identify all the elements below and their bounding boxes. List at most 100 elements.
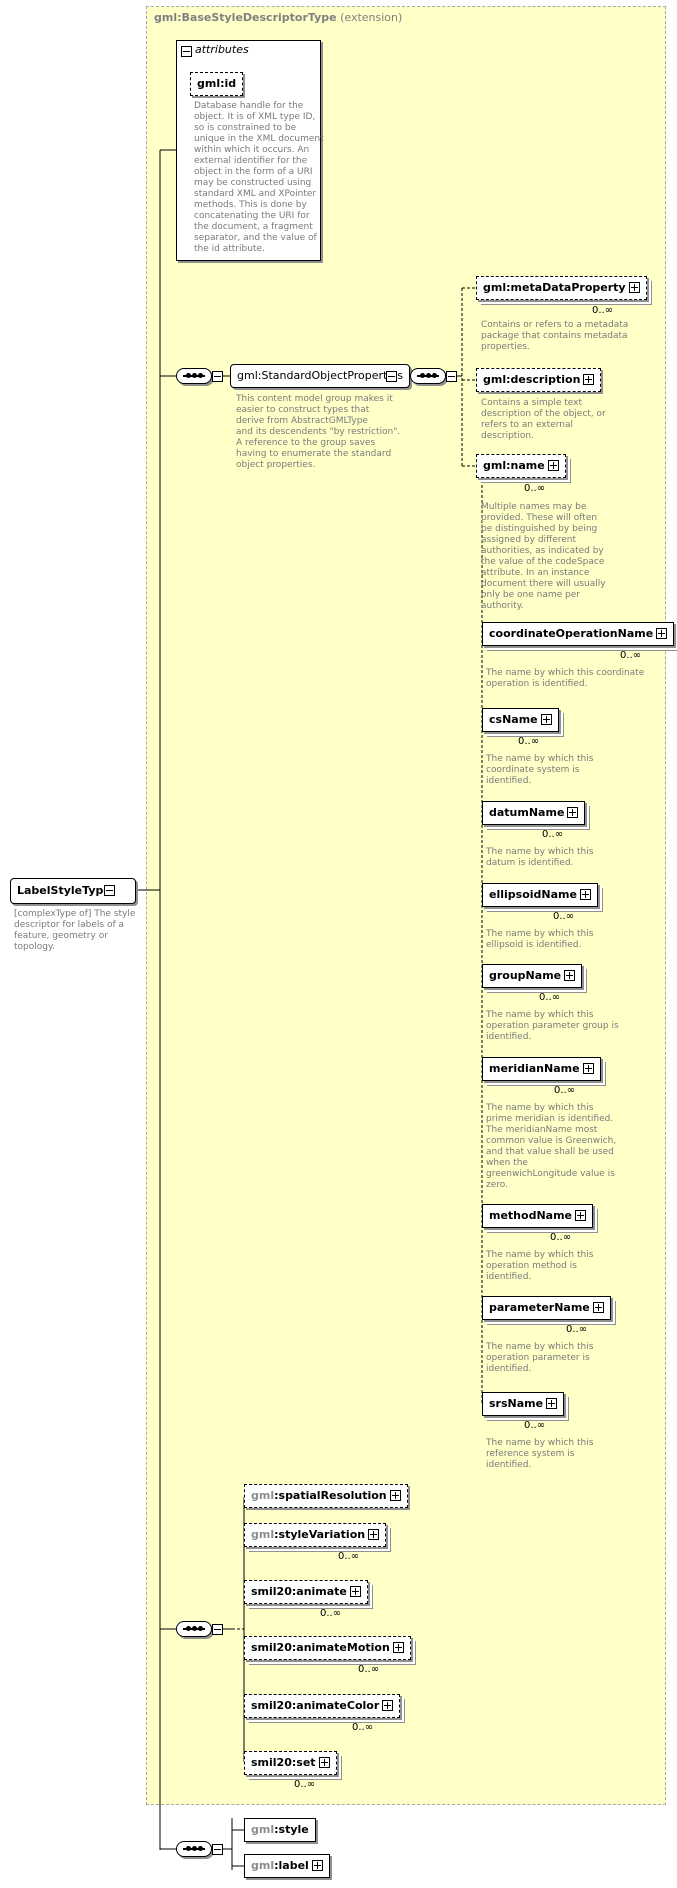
expand-icon[interactable] xyxy=(311,1859,323,1871)
doc-line: operation parameter is xyxy=(486,1353,590,1363)
element-smil20-set[interactable]: smil20:set xyxy=(244,1751,337,1775)
doc-line: common value is Greenwich, xyxy=(486,1136,617,1146)
element-name: parameterName xyxy=(489,1301,590,1314)
element-gml-metadataproperty[interactable]: gml:metaDataProperty xyxy=(476,276,647,300)
gml-id-attribute[interactable]: gml:id xyxy=(190,72,244,96)
expand-icon[interactable] xyxy=(389,1489,401,1501)
collapse-root-icon[interactable] xyxy=(104,885,115,896)
expand-icon[interactable] xyxy=(564,969,576,981)
element-methodname[interactable]: methodName xyxy=(482,1204,593,1228)
element-gml-name[interactable]: gml:name xyxy=(476,454,566,478)
expand-icon[interactable] xyxy=(628,281,640,293)
element-smil20-animatecolor[interactable]: smil20:animateColor xyxy=(244,1694,401,1718)
sequence-compositor-icon-4[interactable] xyxy=(176,1841,212,1857)
occurrence-label: 0..∞ xyxy=(524,1420,546,1431)
expand-icon[interactable] xyxy=(575,1209,586,1221)
element-srsname[interactable]: srsName xyxy=(482,1392,565,1416)
doc-line: be distinguished by being xyxy=(481,524,598,534)
collapse-sequence-icon[interactable] xyxy=(212,371,223,382)
element-gml-style[interactable]: gml:style xyxy=(244,1818,316,1842)
doc-line: derive from AbstractGMLType xyxy=(236,416,368,426)
element-smil20-animatemotion[interactable]: smil20:animateMotion xyxy=(244,1636,411,1660)
doc-line: so is constrained to be xyxy=(194,123,297,133)
doc-line: Contains or refers to a metadata xyxy=(481,320,629,330)
expand-icon[interactable] xyxy=(547,459,559,471)
element-name: style xyxy=(278,1823,309,1836)
occurrence-label: 0..∞ xyxy=(554,1085,576,1096)
element-gml-spatialresolution[interactable]: gml:spatialResolution xyxy=(244,1484,408,1508)
element-csname[interactable]: csName xyxy=(482,708,559,732)
element-smil20-animate[interactable]: smil20:animate xyxy=(244,1580,368,1604)
expand-icon[interactable] xyxy=(540,713,552,725)
element-gml-label[interactable]: gml:label xyxy=(244,1854,330,1878)
doc-line: operation is identified. xyxy=(486,679,588,689)
element-name: metaDataProperty xyxy=(510,281,626,294)
element-name: styleVariation xyxy=(278,1528,366,1541)
element-name: datumName xyxy=(489,806,565,819)
root-element-labelstyletype[interactable]: LabelStyleType xyxy=(10,878,136,904)
doc-line: assigned by different xyxy=(481,535,577,545)
doc-line: Multiple names may be xyxy=(481,502,587,512)
doc-line: operation parameter group is xyxy=(486,1021,619,1031)
doc-line: description. xyxy=(481,431,534,441)
doc-line: feature, geometry or xyxy=(14,931,108,941)
doc-line: methods. This is done by xyxy=(194,200,307,210)
doc-line: identified. xyxy=(486,1460,532,1470)
expand-icon[interactable] xyxy=(656,627,668,639)
expand-icon[interactable] xyxy=(392,1641,404,1653)
standard-object-properties-group[interactable]: gml:StandardObjectProperties xyxy=(230,364,410,388)
collapse-sequence-icon-2[interactable] xyxy=(446,371,457,382)
doc-line: identified. xyxy=(486,1364,532,1374)
element-coordinateoperationname[interactable]: coordinateOperationName xyxy=(482,622,675,646)
expand-icon[interactable] xyxy=(579,888,591,900)
expand-icon[interactable] xyxy=(567,806,579,818)
doc-line: datum is identified. xyxy=(486,858,574,868)
expand-icon[interactable] xyxy=(582,1062,594,1074)
expand-icon[interactable] xyxy=(583,373,595,385)
collapse-sequence-icon-4[interactable] xyxy=(212,1844,223,1855)
occurrence-label: 0..∞ xyxy=(542,829,564,840)
sequence-compositor-icon[interactable] xyxy=(176,368,212,384)
element-ellipsoidname[interactable]: ellipsoidName xyxy=(482,883,598,907)
element-meridianname[interactable]: meridianName xyxy=(482,1057,601,1081)
doc-line: only be one name per xyxy=(481,590,580,600)
doc-line: coordinate system is xyxy=(486,765,580,775)
element-gml-stylevariation[interactable]: gml:styleVariation xyxy=(244,1523,387,1547)
element-name: animateColor xyxy=(296,1699,380,1712)
collapse-group-icon[interactable] xyxy=(386,371,397,382)
doc-line: standard XML and XPointer xyxy=(194,189,317,199)
occurrence-label: 0..∞ xyxy=(550,1232,572,1243)
doc-line: topology. xyxy=(14,942,55,952)
doc-line: and its descendents "by restriction". xyxy=(236,427,401,437)
doc-line: The name by which this coordinate xyxy=(486,668,645,678)
element-gml-description[interactable]: gml:description xyxy=(476,368,602,392)
element-datumname[interactable]: datumName xyxy=(482,801,586,825)
collapse-attributes-icon[interactable] xyxy=(181,46,192,57)
expand-icon[interactable] xyxy=(546,1397,558,1409)
sequence-compositor-icon-2[interactable] xyxy=(410,368,446,384)
doc-line: object. It is of XML type ID, xyxy=(194,112,316,122)
doc-line: object in the form of a URI xyxy=(194,167,313,177)
element-parametername[interactable]: parameterName xyxy=(482,1296,611,1320)
element-groupname[interactable]: groupName xyxy=(482,964,583,988)
expand-icon[interactable] xyxy=(592,1301,604,1313)
occurrence-label: 0..∞ xyxy=(553,911,575,922)
collapse-sequence-icon-3[interactable] xyxy=(212,1624,223,1635)
sequence-compositor-icon-3[interactable] xyxy=(176,1621,212,1637)
expand-icon[interactable] xyxy=(318,1756,330,1768)
expand-icon[interactable] xyxy=(368,1528,380,1540)
doc-line: when the xyxy=(486,1158,528,1168)
occurrence-label: 0..∞ xyxy=(524,483,546,494)
expand-icon[interactable] xyxy=(382,1699,394,1711)
expand-icon[interactable] xyxy=(349,1585,361,1597)
doc-line: external identifier for the xyxy=(194,156,308,166)
doc-line: separator, and the value of xyxy=(194,233,317,243)
doc-line: concatenating the URI for xyxy=(194,211,310,221)
